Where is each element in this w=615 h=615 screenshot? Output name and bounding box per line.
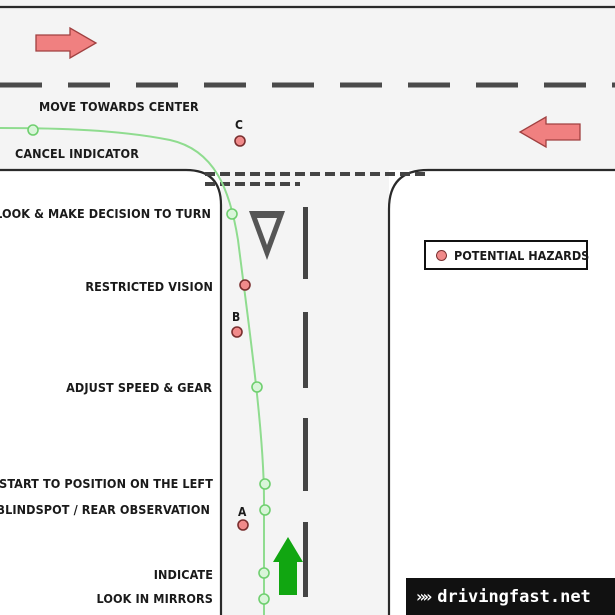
- brand-name: drivingfast.net: [437, 586, 591, 607]
- give-way-lines: [205, 172, 430, 186]
- path-point-look-decision: [226, 208, 238, 220]
- hazard-a-dot: [237, 519, 249, 531]
- label-cancel-indicator: CANCEL INDICATOR: [15, 146, 139, 161]
- label-adjust-speed: ADJUST SPEED & GEAR: [66, 380, 212, 395]
- brand-logo: »» drivingfast.net: [406, 578, 615, 615]
- hazard-dot-icon: [436, 249, 447, 261]
- legend-box: POTENTIAL HAZARDS: [424, 240, 590, 270]
- label-blindspot: BLINDSPOT / REAR OBSERVATION: [0, 502, 210, 517]
- hazard-restricted-vision-dot: [239, 279, 251, 291]
- hazard-points: [231, 135, 251, 531]
- traffic-arrow-right: [35, 26, 98, 60]
- hazard-c-dot: [234, 135, 246, 147]
- hazard-b-dot: [231, 326, 243, 338]
- path-step-points: [27, 124, 271, 605]
- path-point-indicate: [258, 567, 270, 579]
- vehicle-path: [0, 127, 265, 615]
- label-look-decision: LOOK & MAKE DECISION TO TURN: [0, 206, 211, 221]
- give-way-triangle-marking: [249, 211, 285, 260]
- hazard-c-label: C: [235, 118, 243, 132]
- path-point-start-position: [259, 478, 271, 490]
- label-start-position: START TO POSITION ON THE LEFT: [0, 476, 213, 491]
- label-move-towards-center: MOVE TOWARDS CENTER: [39, 99, 199, 114]
- hazard-a-label: A: [238, 505, 247, 519]
- label-indicate: INDICATE: [153, 567, 213, 582]
- vehicle-arrow-icon: [273, 537, 303, 595]
- path-point-look-mirrors: [258, 593, 270, 605]
- path-point-adjust-speed: [251, 381, 263, 393]
- label-restricted-vision: RESTRICTED VISION: [85, 279, 213, 294]
- path-point-move-towards-center: [27, 124, 39, 136]
- hazard-b-label: B: [232, 310, 241, 324]
- kerb-edges: [0, 5, 615, 615]
- path-point-blindspot: [259, 504, 271, 516]
- side-road-centre-line: [303, 207, 308, 597]
- label-look-mirrors: LOOK IN MIRRORS: [96, 591, 213, 606]
- traffic-arrow-left: [518, 115, 581, 149]
- legend-potential-hazards: POTENTIAL HAZARDS: [454, 247, 590, 263]
- chevron-icon: »»: [416, 587, 432, 606]
